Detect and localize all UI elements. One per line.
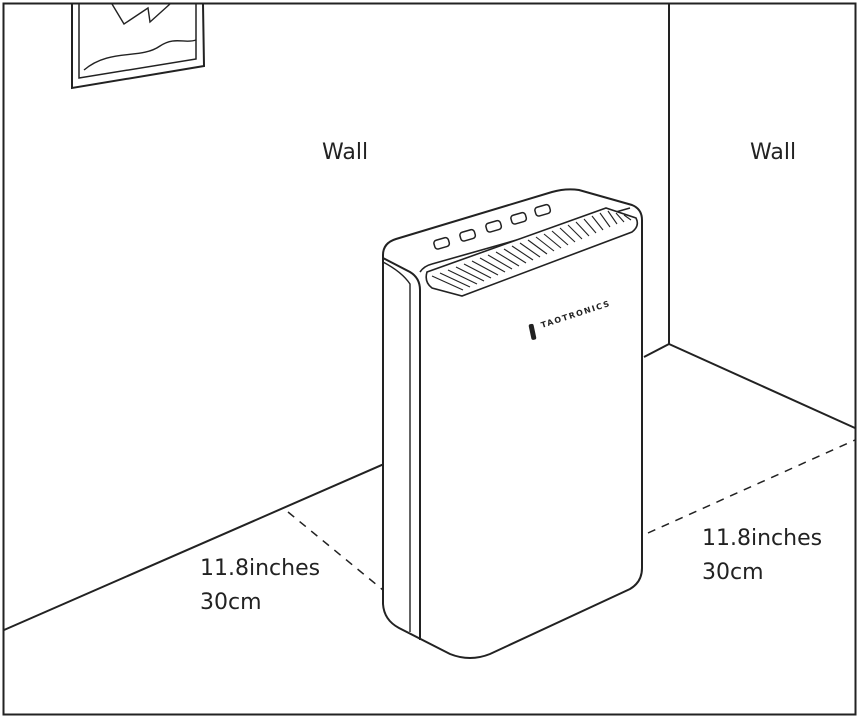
distance-left-cm: 30cm xyxy=(200,590,262,615)
purifier-body xyxy=(382,188,643,659)
purifier-side-panel xyxy=(382,261,411,632)
left-wall-floor-edge xyxy=(3,343,670,631)
control-button xyxy=(510,211,528,225)
purifier-top-edge xyxy=(382,257,421,640)
wall-label-right: Wall xyxy=(750,140,797,165)
control-button xyxy=(485,219,503,233)
air-purifier: TAOTRONICS xyxy=(382,188,643,659)
control-button xyxy=(534,203,552,217)
distance-right-inches: 11.8inches xyxy=(702,526,823,551)
brand-logo-icon xyxy=(528,323,537,340)
purifier-vent-grille xyxy=(425,207,639,297)
control-button xyxy=(433,236,451,250)
vent-slats xyxy=(431,210,632,291)
control-buttons xyxy=(433,203,552,250)
clearance-dashed-lines xyxy=(287,439,856,591)
purifier-front-top xyxy=(419,207,631,273)
control-button xyxy=(459,228,477,242)
wall-picture-frame xyxy=(71,3,206,90)
right-wall-floor-edge xyxy=(668,343,856,429)
distance-right-cm: 30cm xyxy=(702,560,764,585)
distance-left-inches: 11.8inches xyxy=(200,556,321,581)
wall-label-left: Wall xyxy=(322,140,369,165)
